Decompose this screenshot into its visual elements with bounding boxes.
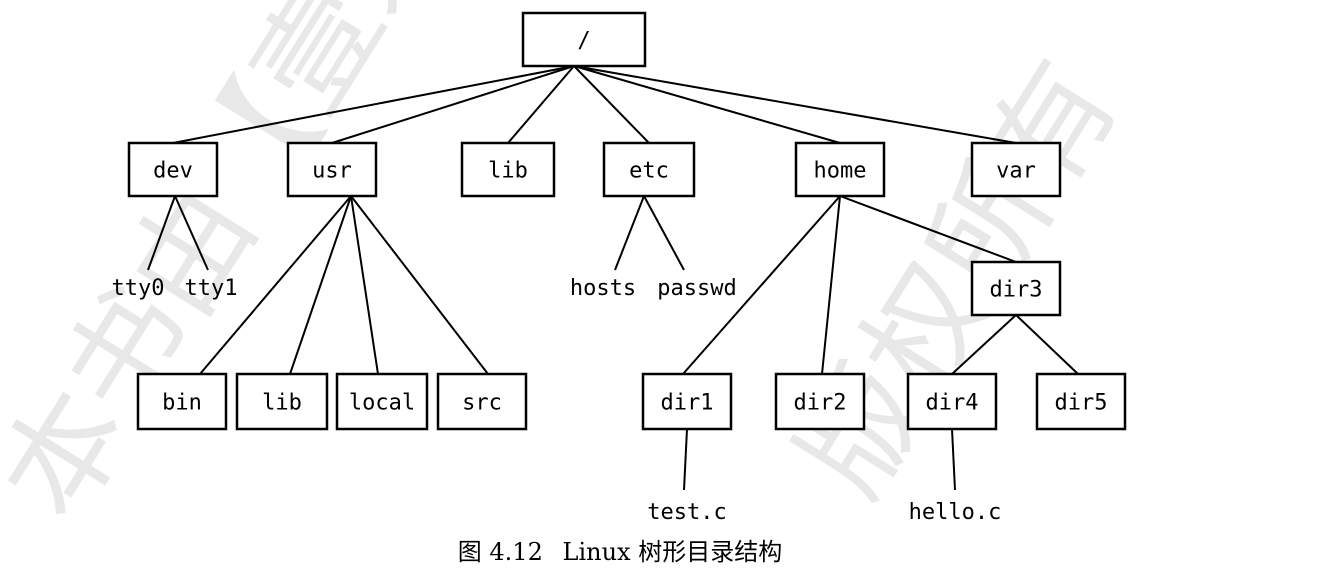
tree-edge-root-var bbox=[573, 65, 1017, 144]
node-label: usr bbox=[312, 159, 352, 184]
dir-node-local: local bbox=[335, 372, 429, 431]
dir-node-var: var bbox=[970, 141, 1062, 198]
tree-edge-usr-bin bbox=[199, 195, 352, 375]
figure-number: 图 4.12 bbox=[457, 538, 543, 566]
tree-edge-dir3-dir5 bbox=[1015, 314, 1079, 375]
node-box bbox=[436, 372, 528, 431]
directory-tree-diagram: / dev usr lib etc home var tty0 tty1 bin lib local s… bbox=[112, 11, 1127, 525]
node-label: tty0 bbox=[112, 276, 165, 301]
dir-node-dir3: dir3 bbox=[970, 260, 1062, 317]
dir-node-root: / bbox=[521, 11, 647, 68]
tree-edge-dev-tty0 bbox=[147, 195, 176, 271]
tree-edge-root-lib bbox=[507, 65, 575, 144]
node-label: src bbox=[462, 391, 502, 416]
node-label: home bbox=[814, 159, 867, 184]
tree-edge-usr-local bbox=[350, 195, 379, 375]
node-box bbox=[1035, 372, 1127, 431]
node-label: test.c bbox=[647, 500, 726, 525]
node-label: bin bbox=[162, 391, 202, 416]
figure-title: Linux 树形目录结构 bbox=[562, 538, 783, 566]
dir-node-dev: dev bbox=[127, 141, 219, 198]
node-label: dir5 bbox=[1055, 391, 1108, 416]
dir-node-usr-lib: lib bbox=[235, 372, 329, 431]
dir-node-dir2: dir2 bbox=[774, 372, 866, 431]
tree-edge-usr-usr-lib bbox=[289, 195, 352, 375]
node-box bbox=[136, 372, 228, 431]
node-label: dir3 bbox=[990, 278, 1043, 303]
tree-edge-etc-hosts bbox=[614, 195, 645, 271]
node-label: etc bbox=[629, 159, 669, 184]
node-box bbox=[774, 372, 866, 431]
file-label-tty0: tty0 bbox=[112, 276, 165, 301]
dir-node-home: home bbox=[794, 141, 886, 198]
node-box bbox=[794, 141, 886, 198]
node-box bbox=[235, 372, 329, 431]
tree-edge-etc-passwd bbox=[643, 195, 685, 271]
dir-node-src: src bbox=[436, 372, 528, 431]
dir-node-dir5: dir5 bbox=[1035, 372, 1127, 431]
tree-edge-root-etc bbox=[573, 65, 650, 144]
node-box bbox=[602, 141, 696, 198]
file-label-hello-c: hello.c bbox=[909, 500, 1002, 525]
tree-edge-home-dir3 bbox=[839, 195, 1017, 263]
node-label: dev bbox=[153, 159, 193, 184]
tree-edge-dir3-dir4 bbox=[951, 314, 1017, 375]
file-label-test-c: test.c bbox=[647, 500, 726, 525]
tree-edge-dir4-hello-c bbox=[951, 428, 956, 491]
file-label-tty1: tty1 bbox=[185, 276, 238, 301]
node-label: dir4 bbox=[926, 391, 979, 416]
node-box bbox=[460, 141, 556, 198]
node-label: lib bbox=[262, 391, 302, 416]
tree-edge-home-dir2 bbox=[821, 195, 841, 375]
figure-caption: 图 4.12 Linux 树形目录结构 bbox=[0, 532, 1240, 567]
tree-edge-root-dev bbox=[172, 65, 575, 144]
file-label-passwd: passwd bbox=[657, 276, 736, 301]
node-box bbox=[286, 141, 378, 198]
node-label: / bbox=[577, 29, 590, 54]
tree-edge-home-dir1 bbox=[682, 195, 841, 375]
node-label: dir1 bbox=[661, 391, 714, 416]
node-box bbox=[127, 141, 219, 198]
dir-node-bin: bin bbox=[136, 372, 228, 431]
node-box bbox=[970, 260, 1062, 317]
tree-edge-dir1-test-c bbox=[683, 428, 688, 491]
tree-edge-dev-tty1 bbox=[174, 195, 209, 271]
node-label: hello.c bbox=[909, 500, 1002, 525]
dir-node-dir1: dir1 bbox=[641, 372, 733, 431]
node-label: lib bbox=[488, 159, 528, 184]
node-box bbox=[641, 372, 733, 431]
dir-node-etc: etc bbox=[602, 141, 696, 198]
dir-node-usr: usr bbox=[286, 141, 378, 198]
node-box bbox=[335, 372, 429, 431]
node-label: tty1 bbox=[185, 276, 238, 301]
node-label: dir2 bbox=[794, 391, 847, 416]
node-label: var bbox=[996, 159, 1036, 184]
node-label: hosts bbox=[570, 276, 636, 301]
dir-node-dir4: dir4 bbox=[906, 372, 998, 431]
tree-edge-root-usr bbox=[331, 65, 575, 144]
node-box bbox=[906, 372, 998, 431]
dir-node-lib: lib bbox=[460, 141, 556, 198]
tree-edge-root-home bbox=[573, 65, 841, 144]
tree-edge-usr-src bbox=[350, 195, 489, 375]
file-label-hosts: hosts bbox=[570, 276, 636, 301]
node-box bbox=[521, 11, 647, 68]
node-label: passwd bbox=[657, 276, 736, 301]
node-box bbox=[970, 141, 1062, 198]
node-label: local bbox=[349, 391, 415, 416]
